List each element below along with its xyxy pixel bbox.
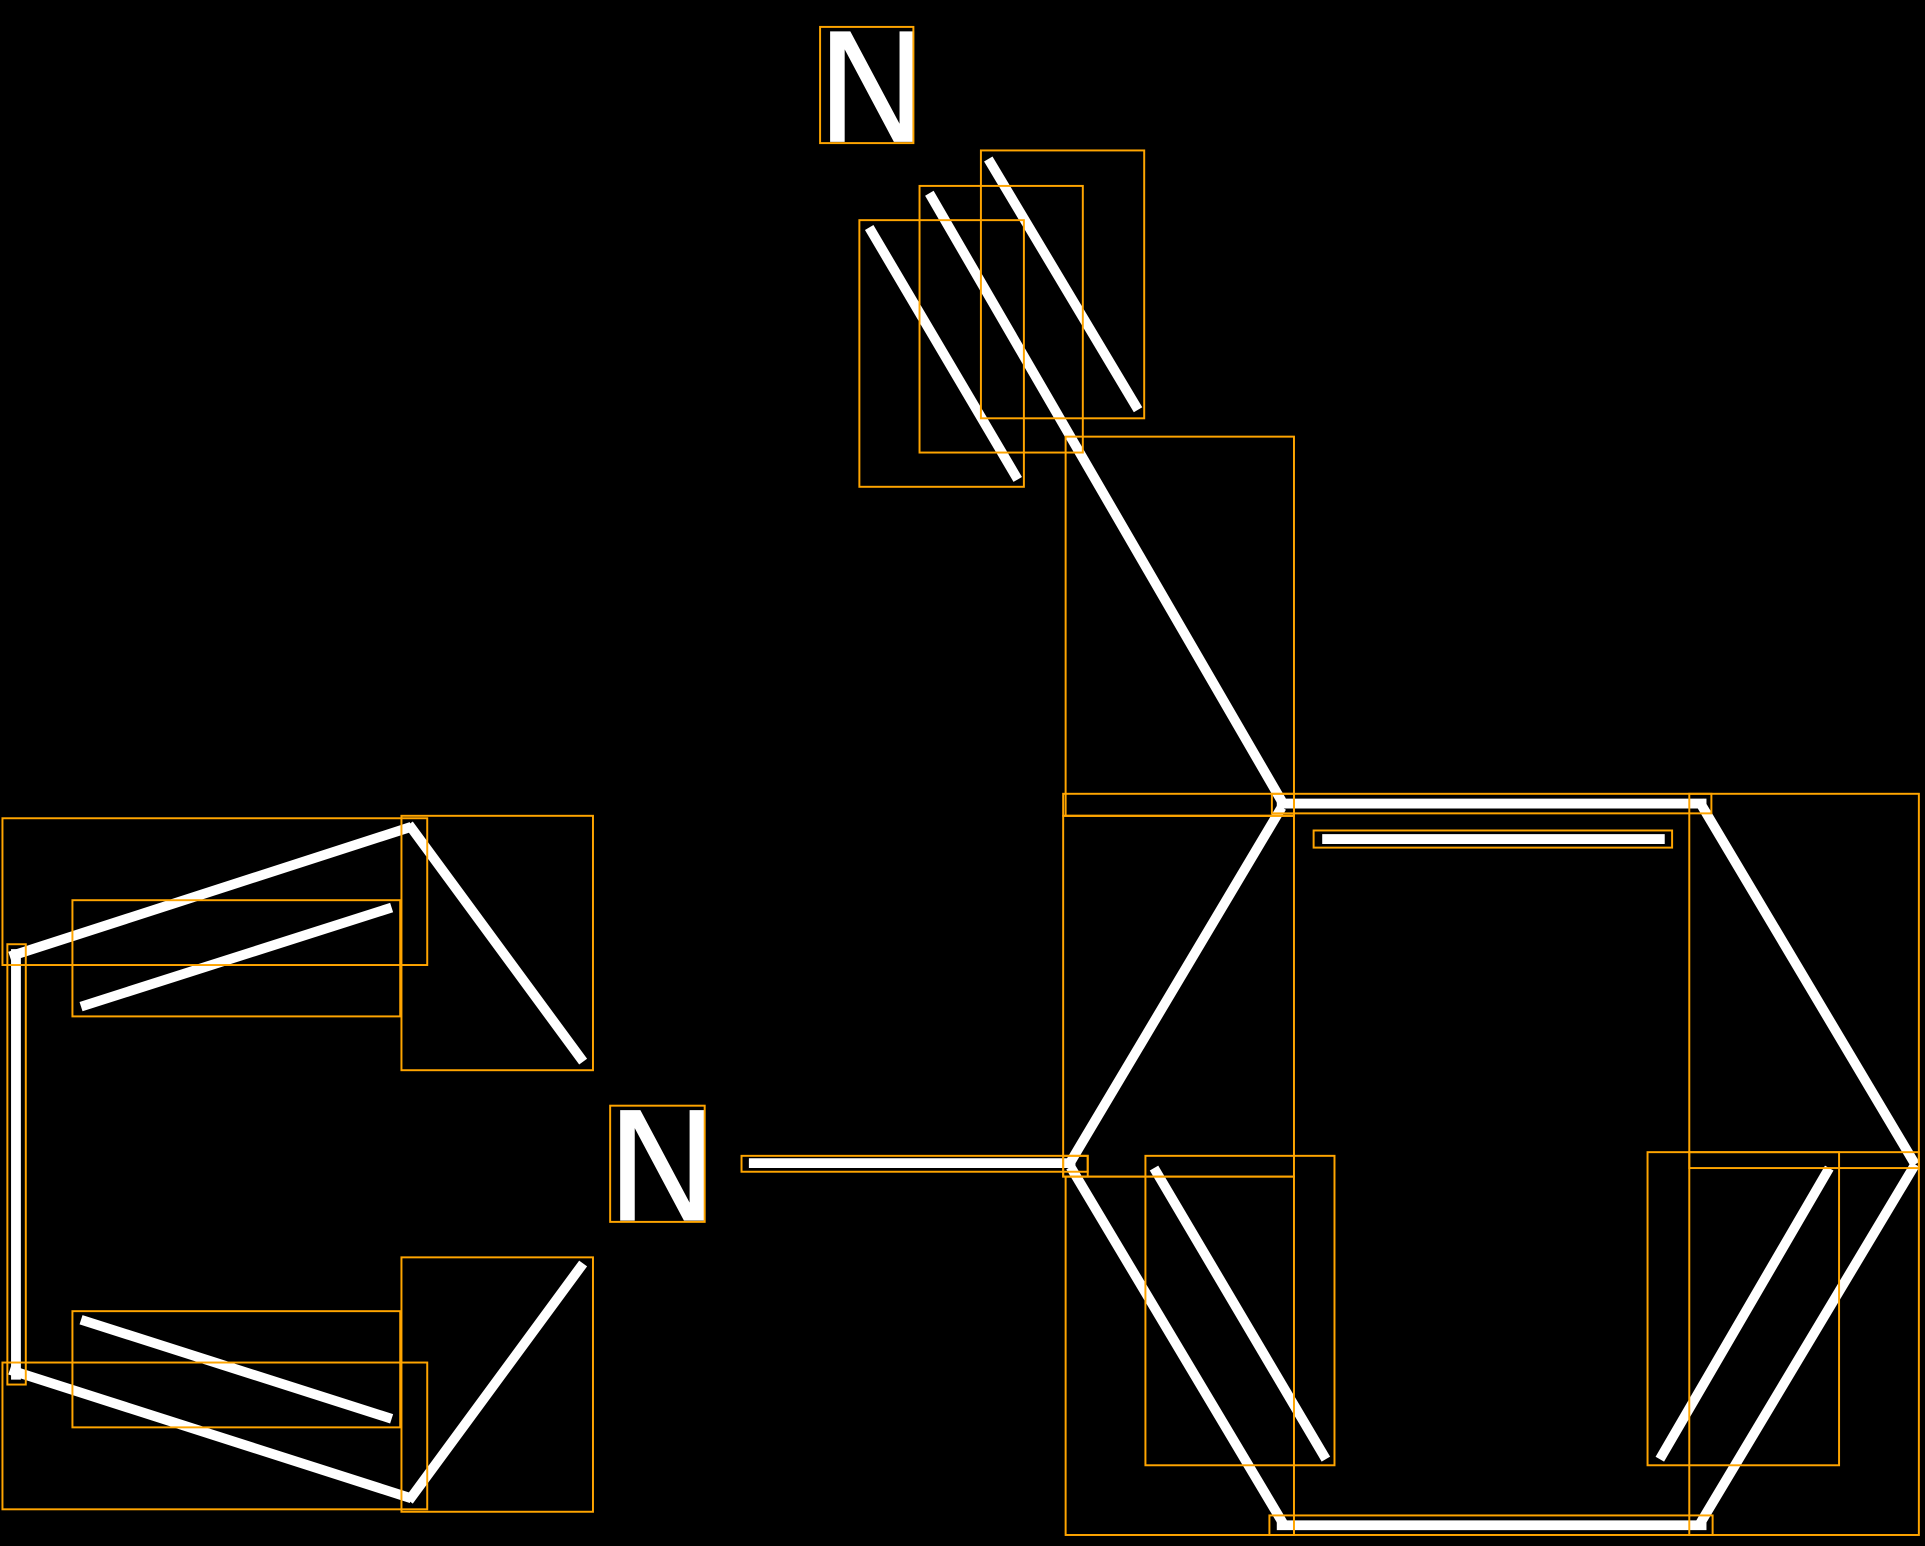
atom-label-nitrogen: N: [605, 1080, 719, 1257]
bounding-box: [1688, 1151, 1920, 1536]
bond: [984, 156, 1143, 413]
bounding-box: [71, 1310, 402, 1429]
bonds: [8, 156, 1920, 1531]
atom-label-nitrogen: N: [815, 1, 929, 178]
bond: [1149, 1165, 1331, 1462]
bond: [1066, 804, 1286, 1165]
bond: [8, 822, 413, 962]
bond: [1655, 1165, 1834, 1462]
bounding-box: [918, 184, 1084, 454]
bond: [79, 902, 394, 1012]
atom-labels: N N: [605, 1, 929, 1256]
bounding-box: [1268, 1514, 1714, 1536]
bond: [864, 225, 1022, 482]
bounding-box: [1, 1361, 429, 1511]
bond: [404, 1260, 588, 1504]
bounding-box: [1, 817, 429, 967]
bounding-box: [819, 25, 915, 145]
bounding-box: [1270, 792, 1713, 815]
bond: [404, 821, 588, 1065]
bounding-box: [400, 814, 594, 1072]
bounding-box: [979, 149, 1146, 420]
bounding-box: [1688, 792, 1920, 1170]
bounding-box: [1064, 1175, 1295, 1536]
bounding-box: [71, 899, 402, 1018]
bond: [8, 1365, 413, 1503]
bounding-box: [400, 1256, 594, 1513]
bond: [79, 1315, 394, 1424]
bounding-box: [858, 219, 1025, 488]
bounding-box: [609, 1104, 706, 1223]
bounding-box: [740, 1154, 1089, 1173]
bond: [1694, 798, 1920, 1167]
bounding-box: [6, 943, 27, 1386]
bounding-boxes: [1, 25, 1920, 1536]
bond: [925, 190, 1286, 804]
bounding-box: [1144, 1154, 1336, 1467]
bounding-box: [1312, 829, 1674, 849]
